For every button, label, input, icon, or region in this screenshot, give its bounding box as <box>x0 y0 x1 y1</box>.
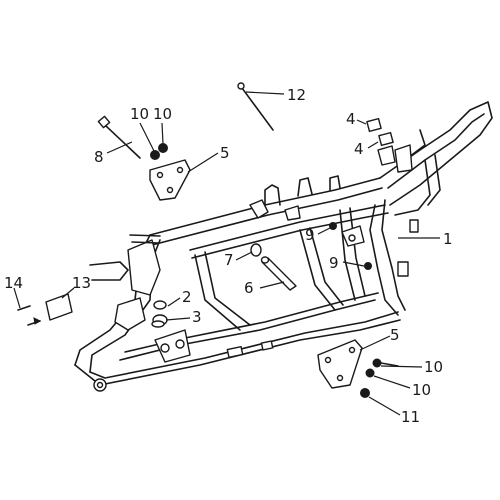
part-7-bushing <box>250 243 262 257</box>
callout-7: 7 <box>224 251 234 269</box>
main-frame <box>74 101 493 392</box>
part-10-nuts-top <box>150 143 168 160</box>
part-10-bolts-bottom <box>365 358 399 378</box>
part-9-bolts <box>329 222 372 270</box>
leader-lines <box>13 91 440 416</box>
callout-labels: 1 2 3 4 4 5 5 6 7 8 9 9 10 10 10 10 11 1… <box>4 86 453 426</box>
part-14-pins <box>17 305 42 326</box>
part-11-nut <box>360 388 370 398</box>
callout-14: 14 <box>4 274 23 292</box>
callout-4b: 4 <box>354 140 364 158</box>
part-2-3-clips <box>151 300 168 328</box>
part-13-plate <box>45 293 73 321</box>
callout-10c: 10 <box>424 358 443 376</box>
callout-9a: 9 <box>305 226 315 244</box>
callout-8: 8 <box>94 148 104 166</box>
callout-9b: 9 <box>329 254 339 272</box>
part-6-pin <box>260 256 297 291</box>
part-5-plate-top <box>149 159 191 201</box>
part-5-plate-bottom <box>317 339 363 389</box>
part-8-bolt <box>97 115 141 159</box>
part-12-rod <box>237 82 274 131</box>
callout-4a: 4 <box>346 110 356 128</box>
part-4-blocks <box>366 117 394 147</box>
callout-10d: 10 <box>412 381 431 399</box>
callout-11: 11 <box>401 408 420 426</box>
callout-5a: 5 <box>220 144 230 162</box>
callout-2: 2 <box>182 288 192 306</box>
callout-1: 1 <box>443 230 453 248</box>
callout-5b: 5 <box>390 326 400 344</box>
callout-13: 13 <box>72 274 91 292</box>
callout-10b: 10 <box>153 105 172 123</box>
callout-10a: 10 <box>130 105 149 123</box>
callout-6: 6 <box>244 279 254 297</box>
callout-12: 12 <box>287 86 306 104</box>
callout-3: 3 <box>192 308 202 326</box>
